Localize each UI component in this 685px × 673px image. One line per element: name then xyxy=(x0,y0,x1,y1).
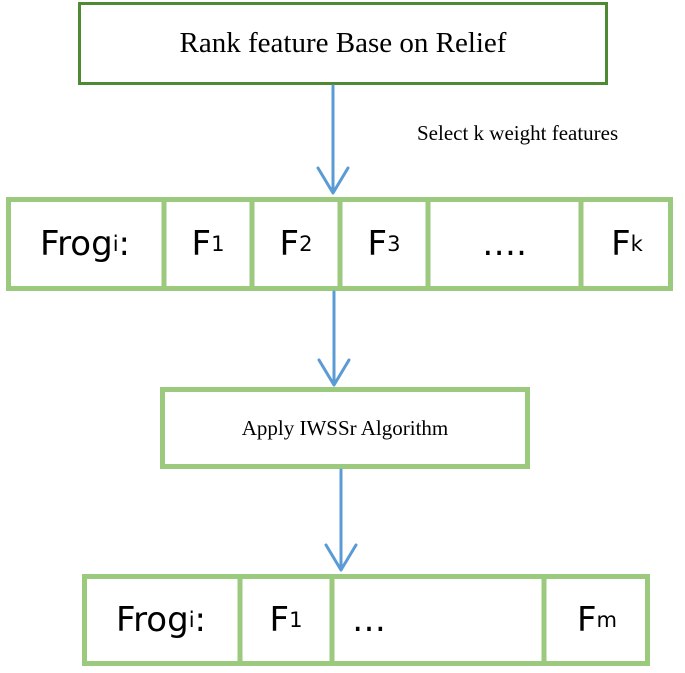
arrow-down-3 xyxy=(324,468,358,572)
arrow-down-1 xyxy=(316,84,350,195)
arrow-down-2 xyxy=(317,290,351,387)
apply-iwssr-box: Apply IWSSr Algorithm xyxy=(160,387,530,469)
row1-cell-frog-suffix: : xyxy=(118,224,131,264)
row2-cell-ellipsis-main: … xyxy=(352,600,386,640)
row2-cell-ellipsis: … xyxy=(332,574,544,666)
row1-cell-ellipsis-main: …. xyxy=(482,224,527,264)
flow-arrows xyxy=(316,84,358,572)
row1-cell-f3-main: F xyxy=(367,224,388,264)
row1-cell-f2-main: F xyxy=(279,224,300,264)
apply-iwssr-label: Apply IWSSr Algorithm xyxy=(241,415,449,440)
row2-cell-frog-main: Frog xyxy=(115,600,189,640)
row1-cell-fk-main: F xyxy=(611,224,631,264)
row2-cell-fm-main: F xyxy=(576,600,597,640)
select-k-annotation: Select k weight features xyxy=(417,121,619,145)
row1-cell-f1-main: F xyxy=(191,224,212,264)
row1-cell-ellipsis: …. xyxy=(428,197,581,291)
rank-feature-box: Rank feature Base on Relief xyxy=(78,2,608,85)
row2-cell-frog-suffix: : xyxy=(194,600,207,640)
row2-cell-f1-main: F xyxy=(269,600,290,640)
rank-feature-label: Rank feature Base on Relief xyxy=(179,27,507,59)
row1-cell-frog-main: Frog xyxy=(39,224,113,264)
